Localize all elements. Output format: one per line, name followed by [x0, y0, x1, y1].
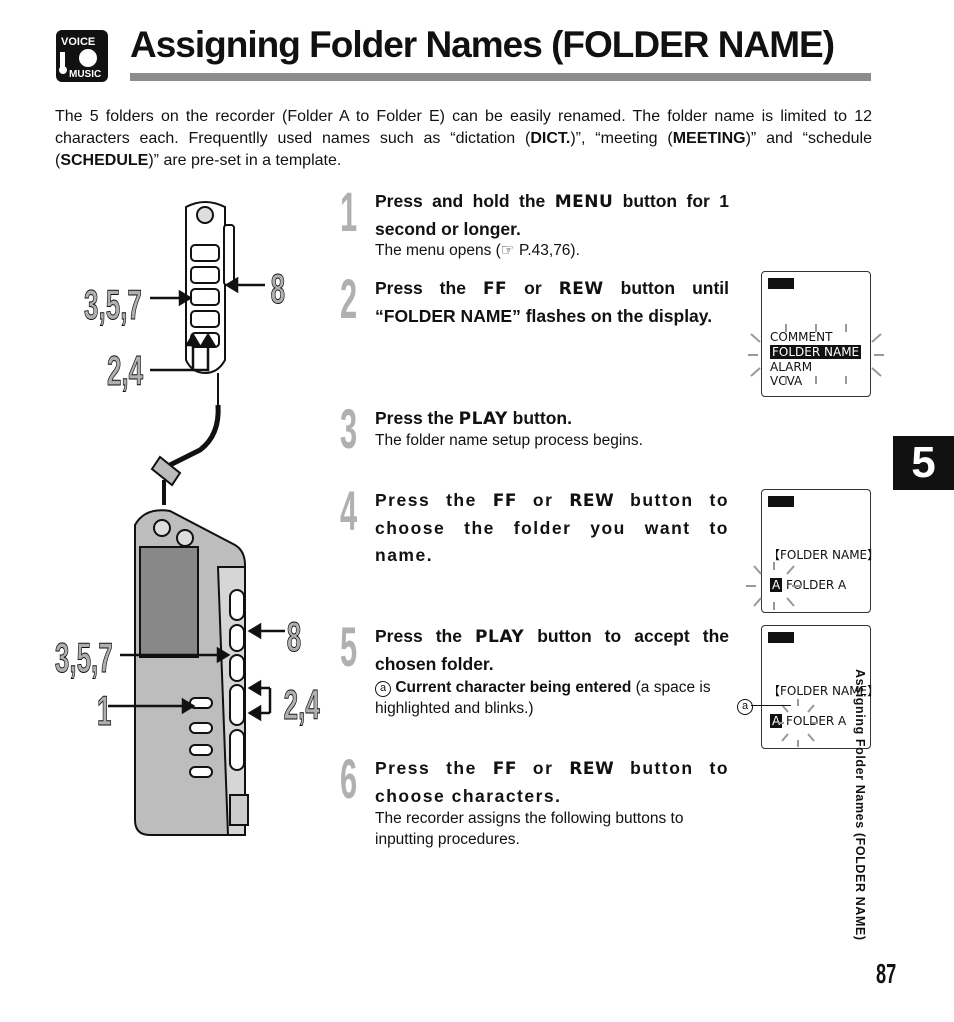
menu-item-comment: COMMENT [770, 330, 833, 344]
page-title: Assigning Folder Names (FOLDER NAME) [130, 24, 835, 65]
folder-icon: A [770, 714, 783, 728]
blink-rays-icon [778, 699, 818, 747]
label-8-top: 8 [271, 266, 285, 313]
label-1: 1 [97, 688, 111, 735]
step-note: The folder name setup process begins. [375, 432, 643, 449]
page-number: 87 [876, 958, 897, 989]
intro-paragraph: The 5 folders on the recorder (Folder A … [55, 108, 872, 169]
battery-icon [768, 278, 794, 289]
blink-rays-icon [746, 562, 802, 610]
screen-header: 【FOLDER NAME】 [768, 684, 880, 698]
step-number: 4 [340, 479, 357, 542]
recorder-body [134, 509, 249, 836]
folder-line: A FOLDER A [770, 714, 847, 728]
label-357-top: 3,5,7 [84, 282, 142, 329]
step-note: The menu opens (☞ P.43,76). [375, 242, 580, 259]
step-number: 3 [340, 397, 357, 460]
vertical-running-header: Assigning Folder Names (FOLDER NAME) [853, 669, 867, 941]
step-note: a Current character being entered (a spa… [375, 679, 711, 717]
step-heading: Press the FF or REW button to choose the… [375, 490, 730, 565]
step-number: 5 [340, 615, 357, 678]
step-number: 6 [340, 747, 357, 810]
title-underline [130, 73, 871, 81]
menu-item-alarm: ALARM [770, 360, 813, 374]
lcd-folder-edit-screen: 【FOLDER NAME】 A FOLDER A [761, 625, 879, 749]
step-heading: Press the PLAY button. [375, 408, 572, 429]
voice-music-logo-icon: VOICE MUSIC [56, 30, 108, 82]
lcd-folder-select-screen: 【FOLDER NAME】 A FOLDER A [761, 489, 879, 613]
step-heading: Press and hold the MENU button for 1 sec… [375, 191, 729, 239]
label-8-bottom: 8 [287, 614, 301, 661]
step-number: 1 [340, 180, 357, 243]
callout-arrows [108, 276, 285, 722]
step-heading: Press the PLAY button to accept the chos… [375, 626, 729, 674]
label-24-bottom: 2,4 [284, 682, 321, 729]
screen-header: 【FOLDER NAME】 [768, 548, 880, 562]
chapter-tab: 5 [893, 436, 954, 490]
step-heading: Press the FF or REW button until “FOLDER… [375, 278, 730, 326]
label-24-top: 2,4 [107, 348, 144, 395]
folder-line: A FOLDER A [770, 578, 847, 592]
step-note: The recorder assigns the following butto… [375, 810, 684, 848]
recorder-illustration: 3,5,7 8 2,4 3,5,7 8 1 2,4 [54, 201, 321, 836]
label-357-bottom: 3,5,7 [55, 635, 113, 682]
callout-a-marker: a [375, 681, 391, 697]
menu-item-folder-name: FOLDER NAME [770, 345, 862, 359]
step-number: 2 [340, 267, 357, 330]
folder-icon: A [770, 578, 783, 592]
callout-leader-line [751, 705, 791, 706]
step-heading: Press the FF or REW button to choose cha… [375, 758, 730, 806]
callout-a-screen: a [737, 697, 753, 715]
battery-icon [768, 496, 794, 507]
svg-text:MUSIC: MUSIC [69, 69, 101, 80]
svg-text:VOICE: VOICE [61, 36, 95, 48]
battery-icon [768, 632, 794, 643]
blink-rays-icon [748, 324, 884, 384]
